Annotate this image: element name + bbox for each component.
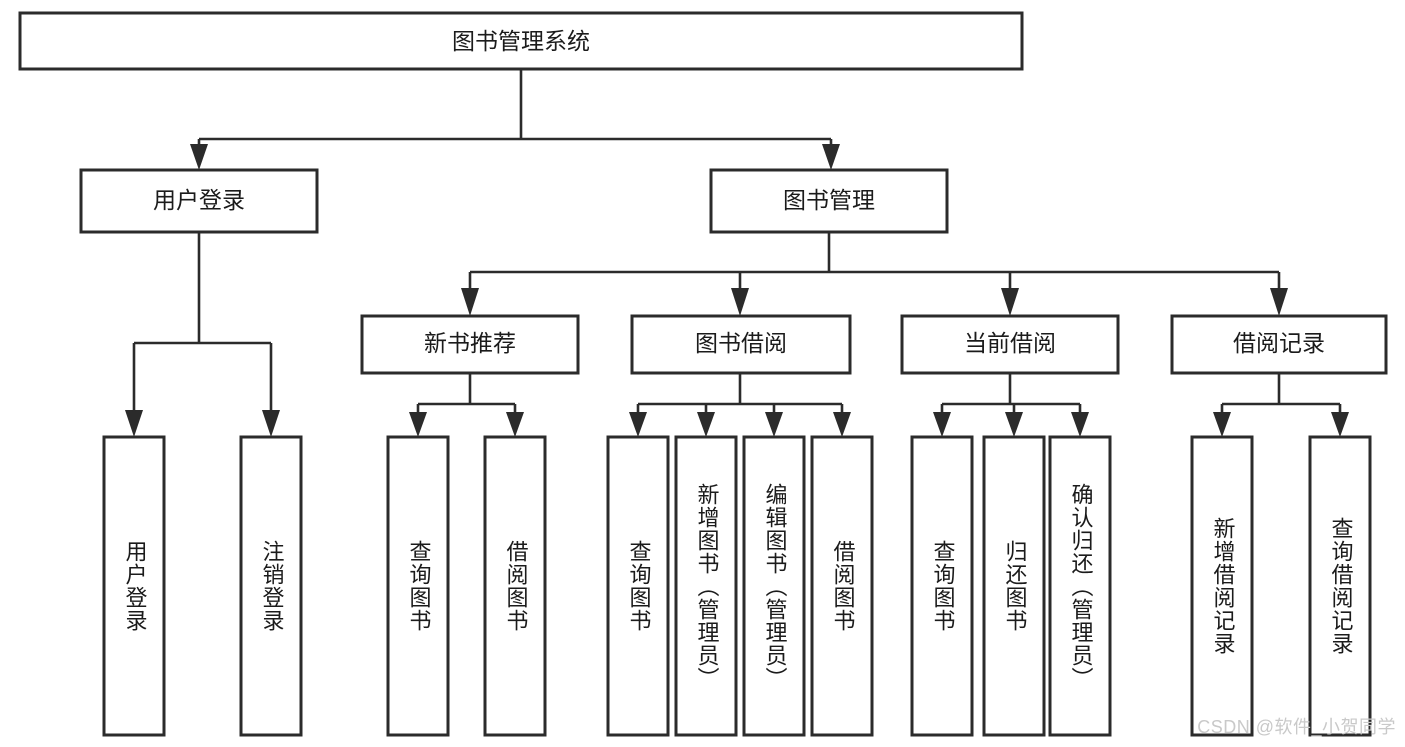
arrowhead-leaf-add-book bbox=[697, 412, 715, 437]
node-book-borrow-box[interactable] bbox=[630, 314, 852, 375]
node-new-book-recommend-label: 新书推荐 bbox=[424, 330, 516, 356]
arrowhead-book-borrow bbox=[731, 288, 749, 316]
arrowhead-borrow-record bbox=[1270, 288, 1288, 316]
arrowhead-leaf-user-logout bbox=[262, 410, 280, 437]
node-group: 图书管理系统 用户登录 图书管理 新书推荐 图书借阅 当前借阅 借阅记录 bbox=[18, 11, 1388, 737]
node-root-label: 图书管理系统 bbox=[452, 28, 590, 54]
node-leaf-query-book-borrow-box[interactable] bbox=[606, 435, 670, 737]
node-leaf-edit-book-box[interactable] bbox=[742, 435, 806, 737]
node-leaf-borrow-book-rec-box[interactable] bbox=[483, 435, 547, 737]
node-leaf-query-book-rec-box[interactable] bbox=[386, 435, 450, 737]
arrowhead-user-login bbox=[190, 144, 208, 170]
arrowhead-leaf-query-record bbox=[1331, 412, 1349, 437]
node-leaf-query-record-box[interactable] bbox=[1308, 435, 1372, 737]
node-leaf-query-book-cur-box[interactable] bbox=[910, 435, 974, 737]
node-current-borrow-label: 当前借阅 bbox=[964, 330, 1056, 356]
arrowhead-leaf-query-book-cur bbox=[933, 412, 951, 437]
arrowhead-leaf-query-book-borrow bbox=[629, 412, 647, 437]
node-borrow-record-label: 借阅记录 bbox=[1233, 330, 1325, 356]
node-book-manage-label: 图书管理 bbox=[783, 187, 875, 213]
arrowhead-leaf-query-book-rec bbox=[409, 412, 427, 437]
arrowhead-leaf-borrow-book-rec bbox=[506, 412, 524, 437]
node-leaf-user-logout-box[interactable] bbox=[239, 435, 303, 737]
arrowhead-book-manage bbox=[822, 144, 840, 170]
node-current-borrow-box[interactable] bbox=[900, 314, 1120, 375]
arrowhead-leaf-add-record bbox=[1213, 412, 1231, 437]
node-leaf-borrow-book-box[interactable] bbox=[810, 435, 874, 737]
connector-group bbox=[125, 69, 1349, 437]
node-leaf-return-book-box[interactable] bbox=[982, 435, 1046, 737]
node-book-manage-box[interactable] bbox=[709, 168, 949, 234]
node-leaf-user-login-box[interactable] bbox=[102, 435, 166, 737]
node-new-book-recommend-box[interactable] bbox=[360, 314, 580, 375]
arrowhead-leaf-user-login bbox=[125, 410, 143, 437]
arrowhead-current-borrow bbox=[1001, 288, 1019, 316]
arrowhead-new-book-recommend bbox=[461, 288, 479, 316]
arrowhead-leaf-edit-book bbox=[765, 412, 783, 437]
node-leaf-confirm-return-box[interactable] bbox=[1048, 435, 1112, 737]
arrowhead-leaf-return-book bbox=[1005, 412, 1023, 437]
csdn-watermark: CSDN @软件_小贺同学 bbox=[1197, 717, 1396, 737]
node-user-login-box[interactable] bbox=[79, 168, 319, 234]
node-leaf-add-book-box[interactable] bbox=[674, 435, 738, 737]
node-book-borrow-label: 图书借阅 bbox=[695, 330, 787, 356]
node-root-box[interactable] bbox=[18, 11, 1024, 71]
arrowhead-leaf-confirm-return bbox=[1071, 412, 1089, 437]
arrowhead-leaf-borrow-book bbox=[833, 412, 851, 437]
node-user-login-label: 用户登录 bbox=[153, 187, 245, 213]
node-leaf-add-record-box[interactable] bbox=[1190, 435, 1254, 737]
node-borrow-record-box[interactable] bbox=[1170, 314, 1388, 375]
